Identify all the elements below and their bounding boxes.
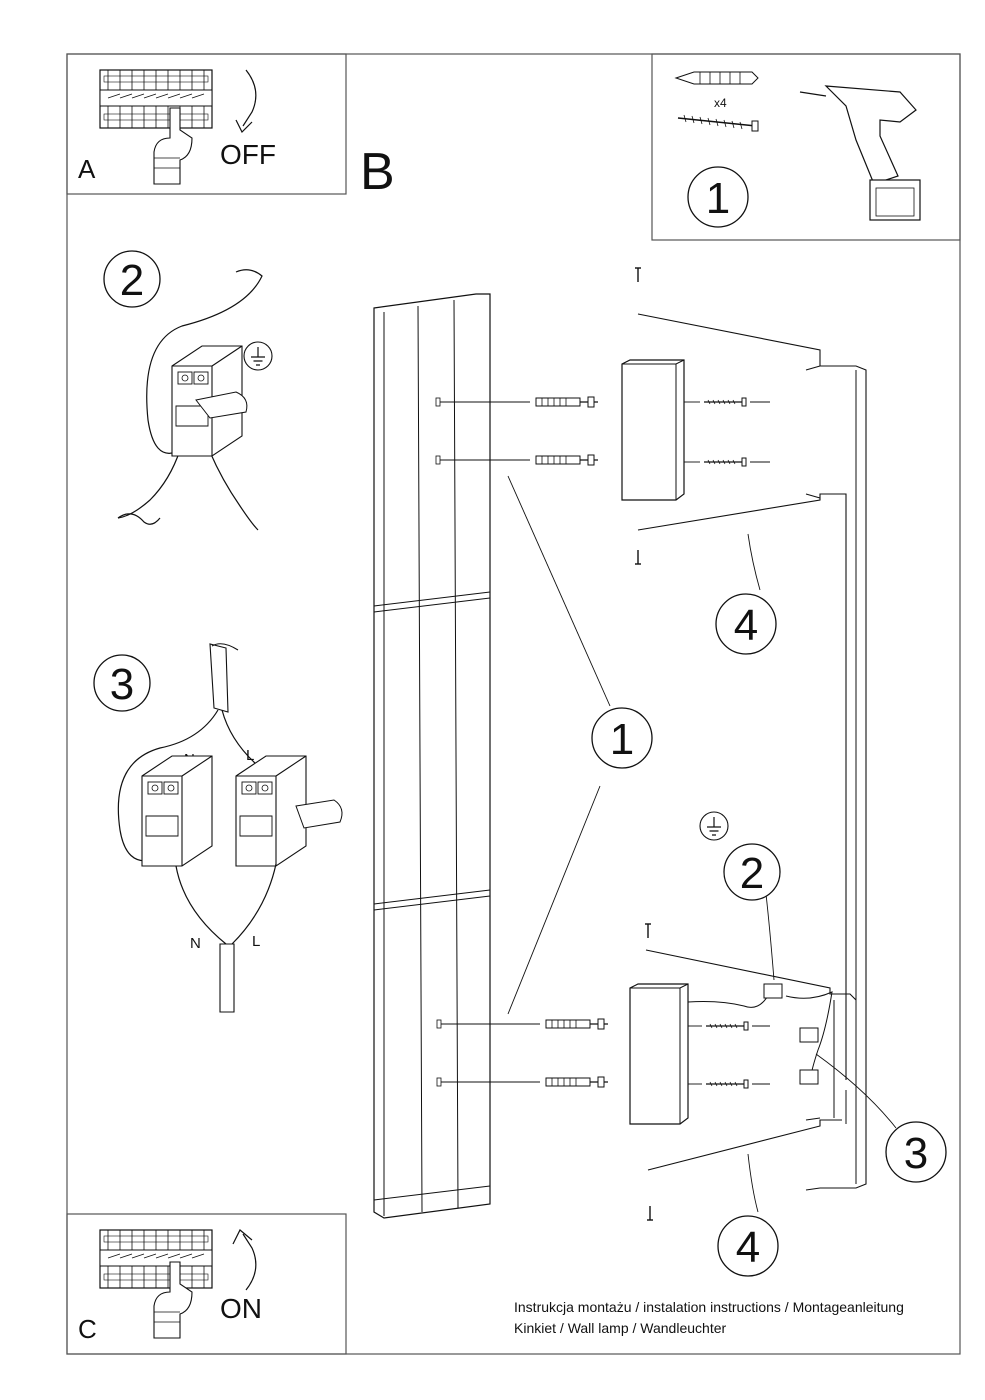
hand-icon [295,799,343,829]
mounting-bracket-top [621,359,685,501]
cable-top [209,643,229,713]
step-badge-4-bottom: 4 [717,1215,779,1277]
supply-cable [146,269,263,454]
panel-a-label: A [78,154,96,184]
leader-lines [507,475,897,1213]
drill-icon [799,85,921,221]
main-step-4-top-number: 4 [734,601,758,650]
main-step-4-bottom-number: 4 [736,1223,760,1272]
terminal-block-n-icon [141,755,213,867]
terminal-clip-icon [799,1069,819,1085]
arrow-up-icon [232,1229,257,1291]
mounting-guides [440,401,540,1083]
footer-line-2: Kinkiet / Wall lamp / Wandleuchter [514,1320,727,1336]
kit-quantity: x4 [714,96,727,110]
footer-caption: Instrukcja montażu / instalation instruc… [514,1297,904,1339]
hand-icon [195,391,248,419]
earth-wiring-step: 2 [103,250,273,531]
step-badge-4-top: 4 [715,593,777,655]
terminal-clip-icon [799,1027,819,1043]
footer-line-1: Instrukcja montażu / instalation instruc… [514,1299,904,1315]
cable-bottom [219,943,235,1013]
kit-box: x4 1 [651,53,961,241]
kit-step-badge: 1 [687,166,749,228]
lamp-body [373,293,491,1219]
arrow-down-icon [235,69,257,134]
main-step-3-number: 3 [904,1129,928,1178]
earth-symbol-icon [243,341,273,371]
main-step-1-number: 1 [610,715,634,764]
screw-icon [705,1021,749,1031]
step-badge-1: 1 [591,707,653,769]
lamp-cover [637,313,867,1191]
mounting-bracket-bottom [629,983,689,1125]
panel-c-action: ON [220,1293,262,1324]
wall-anchor-icon [535,454,599,466]
wiring-step-2-number: 2 [120,256,144,305]
screw-icon [705,1079,749,1089]
earth-symbol-icon [699,811,729,841]
wall-anchor-icon [545,1018,609,1030]
wall-anchor-icon [535,396,599,408]
wall-plug-icon [674,71,759,85]
terminal-clip-icon [763,983,783,999]
step-badge-3: 3 [885,1121,947,1183]
kit-step-number: 1 [706,174,730,223]
wire-label-l-top: L [246,747,254,764]
panel-a-action: OFF [220,139,276,170]
lamp-wiring [687,983,833,1085]
cap-screw-icon [635,267,653,1221]
terminal-block-l-icon [235,755,307,867]
panel-c: C ON [66,1213,347,1355]
main-step-2-number: 2 [740,849,764,898]
panel-c-label: C [78,1314,97,1344]
screw-icon [703,457,747,467]
line-neutral-wiring-step: 3 N L N L [93,643,343,1013]
wall-anchor-icon [545,1076,609,1088]
wire-label-l-bottom: L [252,933,260,950]
wiring-step-3-number: 3 [110,660,134,709]
page-frame [66,53,961,1355]
panel-b-label: B [360,143,395,201]
screw-icon [703,397,747,407]
breaker-switch-icon [99,69,213,185]
panel-a: A OFF [66,53,347,195]
screw-icon [677,114,759,132]
step-badge-2: 2 [723,843,781,901]
breaker-switch-icon [99,1229,213,1339]
wire-label-n-bottom: N [190,935,201,952]
